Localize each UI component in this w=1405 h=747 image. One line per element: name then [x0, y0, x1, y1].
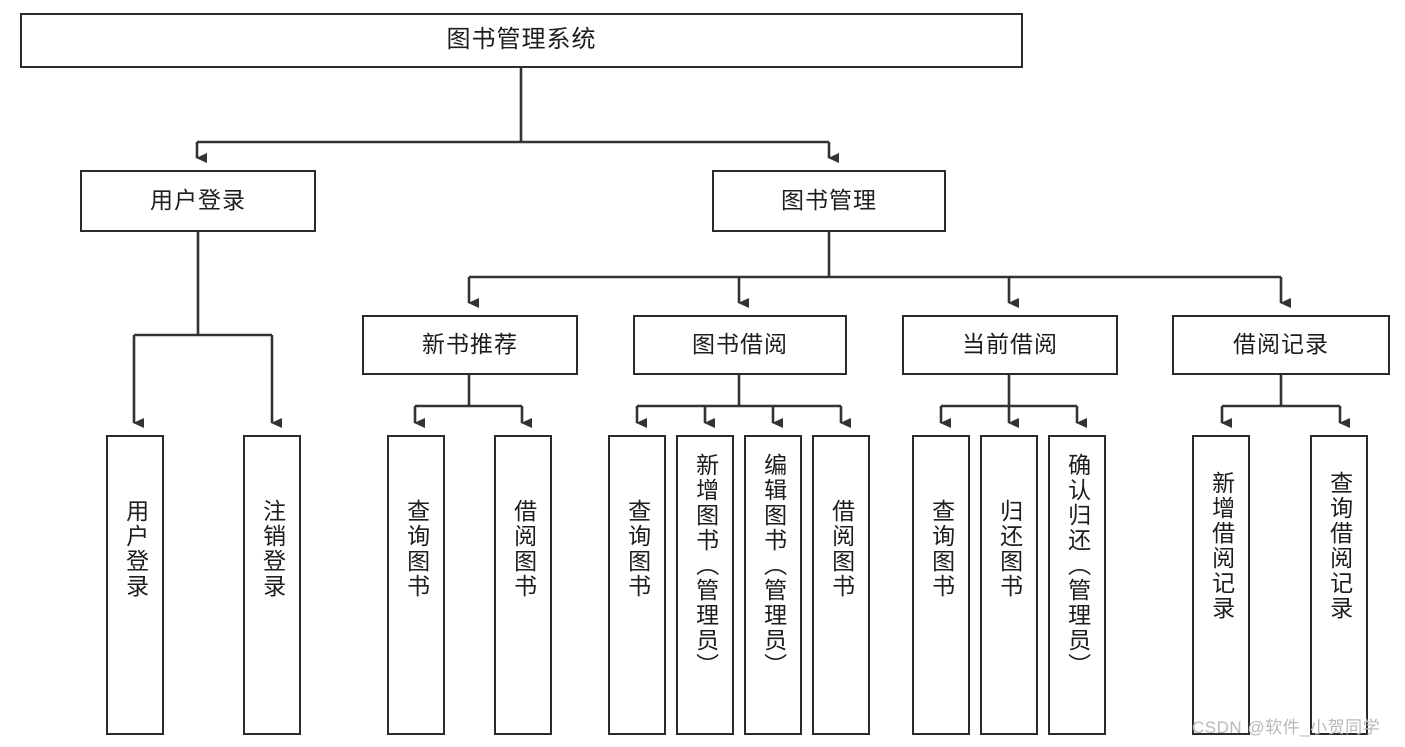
node-book-management[interactable]: 图书管理 — [712, 170, 946, 232]
node-label: 图书管理 — [781, 187, 877, 214]
leaf-record-query-record[interactable]: 查询借阅记录 — [1310, 435, 1368, 735]
node-borrow-record[interactable]: 借阅记录 — [1172, 315, 1390, 375]
leaf-label: 编辑图书（管理员） — [760, 453, 787, 678]
node-label: 当前借阅 — [962, 331, 1058, 358]
node-label: 图书管理系统 — [446, 26, 597, 54]
leaf-borrow-add-book-admin[interactable]: 新增图书（管理员） — [676, 435, 734, 735]
leaf-label: 归还图书 — [996, 499, 1023, 599]
node-book-borrow[interactable]: 图书借阅 — [633, 315, 847, 375]
leaf-borrow-edit-book-admin[interactable]: 编辑图书（管理员） — [744, 435, 802, 735]
leaf-label: 借阅图书 — [828, 499, 855, 599]
leaf-label: 查询图书 — [403, 499, 430, 599]
node-new-book-recommend[interactable]: 新书推荐 — [362, 315, 578, 375]
leaf-label: 用户登录 — [122, 499, 149, 599]
node-label: 借阅记录 — [1233, 331, 1329, 358]
leaf-current-query-book[interactable]: 查询图书 — [912, 435, 970, 735]
leaf-borrow-query-book[interactable]: 查询图书 — [608, 435, 666, 735]
node-label: 图书借阅 — [692, 331, 788, 358]
leaf-user-login-login[interactable]: 用户登录 — [106, 435, 164, 735]
leaf-current-confirm-return-admin[interactable]: 确认归还（管理员） — [1048, 435, 1106, 735]
leaf-record-add-record[interactable]: 新增借阅记录 — [1192, 435, 1250, 735]
leaf-new-book-query-book[interactable]: 查询图书 — [387, 435, 445, 735]
leaf-label: 确认归还（管理员） — [1064, 453, 1091, 678]
leaf-new-book-borrow-book[interactable]: 借阅图书 — [494, 435, 552, 735]
leaf-label: 新增借阅记录 — [1208, 471, 1235, 621]
leaf-borrow-borrow-book[interactable]: 借阅图书 — [812, 435, 870, 735]
leaf-current-return-book[interactable]: 归还图书 — [980, 435, 1038, 735]
leaf-label: 查询借阅记录 — [1326, 471, 1353, 621]
leaf-label: 查询图书 — [624, 499, 651, 599]
leaf-label: 查询图书 — [928, 499, 955, 599]
node-root-book-management-system[interactable]: 图书管理系统 — [20, 13, 1023, 68]
leaf-label: 新增图书（管理员） — [692, 453, 719, 678]
leaf-user-login-logout[interactable]: 注销登录 — [243, 435, 301, 735]
leaf-label: 注销登录 — [259, 499, 286, 599]
node-current-borrow[interactable]: 当前借阅 — [902, 315, 1118, 375]
leaf-label: 借阅图书 — [510, 499, 537, 599]
node-user-login[interactable]: 用户登录 — [80, 170, 316, 232]
node-label: 用户登录 — [150, 187, 246, 214]
node-label: 新书推荐 — [422, 331, 518, 358]
